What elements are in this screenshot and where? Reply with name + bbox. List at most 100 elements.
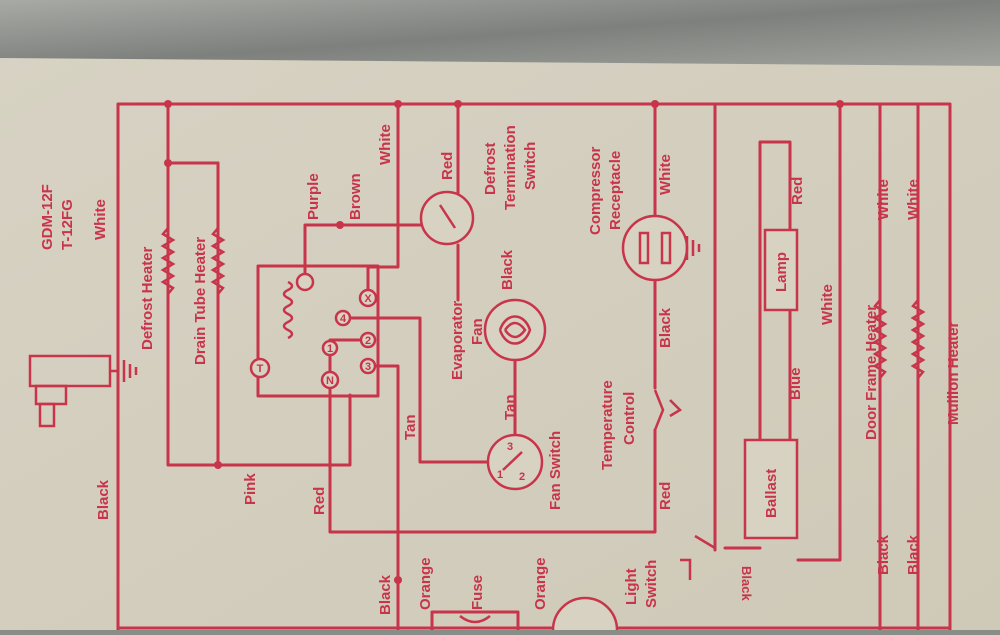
metal-surface (0, 0, 1000, 70)
label-red-dts: Red (439, 152, 456, 180)
brown-wire (366, 102, 400, 300)
fan-switch-contact-icon (502, 451, 523, 471)
light-switch-contact-icon (694, 534, 716, 550)
timer-terminal-X (358, 288, 378, 308)
label-tan-2: Tan (502, 394, 519, 420)
label-evaporator-fan-1: Evaporator (449, 301, 466, 380)
compressor-receptacle-circle (621, 214, 689, 282)
junction-dot (454, 100, 462, 108)
fan-blade-icon (498, 315, 532, 345)
junction-dot (651, 100, 659, 108)
temperature-control-contact-icon (653, 389, 665, 431)
timer-terminal-T (249, 357, 271, 379)
timer-terminal-2 (359, 331, 377, 349)
label-defrost-termination-1: Defrost (482, 142, 499, 195)
label-black-comp: Black (657, 307, 674, 348)
label-pink: Pink (242, 473, 259, 505)
label-light-switch-2: Switch (643, 560, 660, 608)
label-lamp: Lamp (773, 252, 790, 292)
label-door-frame-heater: Door Frame Heater (863, 305, 880, 440)
label-brown: Brown (347, 173, 364, 220)
timer-terminal-4 (334, 309, 352, 327)
main-bus (116, 102, 952, 632)
fan-blade-icon (503, 321, 527, 339)
temperature-control-bellows-icon (669, 399, 683, 418)
label-tan-1: Tan (402, 414, 419, 440)
timer-label-2: 2 (365, 335, 371, 347)
label-ballast: Ballast (763, 469, 780, 518)
defrost-heater-element (160, 227, 176, 295)
label-white-top: White (377, 124, 394, 165)
timer-terminal-1 (321, 339, 339, 357)
junction-dot (164, 100, 172, 108)
red-wire (328, 338, 657, 534)
label-red-tc: Red (657, 482, 674, 510)
label-orange-1: Orange (417, 557, 434, 610)
purple-wire (303, 223, 460, 284)
fuse-element-icon (459, 614, 491, 624)
receptacle-slot-icon (638, 231, 650, 265)
label-red-lamp: Red (789, 177, 806, 205)
fan-switch-label-1: 1 (497, 469, 503, 481)
label-black-light: Black (739, 566, 754, 601)
lamp-box (763, 228, 799, 312)
label-evaporator-fan-2: Fan (469, 318, 486, 345)
black-wire (366, 364, 400, 632)
label-orange-2: Orange (532, 557, 549, 610)
defrost-timer-box (256, 264, 380, 398)
door-frame-heater-element (872, 299, 888, 379)
ballast-box (743, 438, 799, 540)
evaporator-fan-circle (483, 298, 547, 362)
timer-motor-coil (282, 280, 294, 340)
label-black-left: Black (95, 479, 112, 520)
label-defrost-termination-3: Switch (522, 142, 539, 190)
label-blue: Blue (787, 367, 804, 400)
label-fuse: Fuse (469, 575, 486, 610)
label-white-df: White (875, 179, 892, 220)
label-fan-switch: Fan Switch (547, 431, 564, 510)
label-black-bottom: Black (377, 574, 394, 615)
label-temperature-control-2: Control (621, 392, 638, 445)
power-plug-icon (28, 354, 138, 428)
label-white-left: White (92, 199, 109, 240)
timer-terminal-3 (359, 357, 377, 375)
fan-switch-circle (486, 433, 544, 491)
label-temperature-control-1: Temperature (599, 380, 616, 470)
junction-dot (214, 461, 222, 469)
timer-terminal-N (320, 370, 340, 390)
label-black-fan: Black (499, 249, 516, 290)
label-model-2: T-12FG (59, 199, 76, 250)
timer-label-3: 3 (365, 361, 371, 373)
junction-dot (394, 576, 402, 584)
label-compressor-receptacle-1: Compressor (587, 146, 604, 235)
timer-label-T: T (257, 363, 264, 375)
timer-label-X: X (364, 293, 372, 305)
label-black-df: Black (875, 534, 892, 575)
ballast-white-wire (796, 102, 842, 562)
light-switch-plunger-icon (680, 558, 692, 580)
label-model-1: GDM-12F (39, 184, 56, 250)
label-mullion-heater: Mullion Heater (945, 321, 962, 425)
label-black-mh: Black (905, 534, 922, 575)
label-defrost-heater: Defrost Heater (139, 246, 156, 350)
label-white-mh: White (905, 179, 922, 220)
label-white-lamp: White (819, 284, 836, 325)
timer-motor-terminal (295, 272, 315, 292)
tan-wire-1 (341, 316, 494, 464)
junction-dot (164, 159, 172, 167)
junction-dot (394, 100, 402, 108)
dts-contact-icon (438, 204, 457, 229)
label-purple: Purple (305, 173, 322, 220)
label-compressor-receptacle-2: Receptacle (607, 151, 624, 230)
junction-dot (836, 100, 844, 108)
timer-label-1: 1 (327, 343, 333, 355)
mullion-heater-element (910, 299, 926, 379)
label-red-left: Red (311, 487, 328, 515)
label-light-switch-1: Light (623, 568, 640, 605)
timer-label-N: N (326, 375, 334, 387)
drain-tube-heater-element (210, 227, 226, 295)
label-white-comp: White (657, 154, 674, 195)
fan-switch-label-3: 3 (507, 441, 513, 453)
